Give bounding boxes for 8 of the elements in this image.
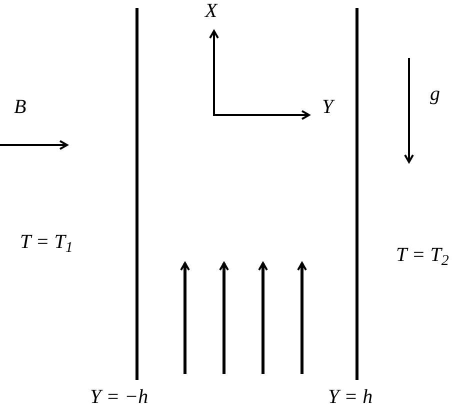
math-label: Y [322, 97, 334, 117]
math-label: B [14, 97, 26, 117]
math-label: X [205, 1, 218, 21]
math-label: T = T$_{2}$ [396, 245, 449, 265]
math-label: g [430, 84, 440, 104]
math-label: T = T$_{1}$ [20, 232, 73, 252]
math-label: Y = −h [90, 387, 148, 407]
math-label: Y = h [328, 387, 373, 407]
